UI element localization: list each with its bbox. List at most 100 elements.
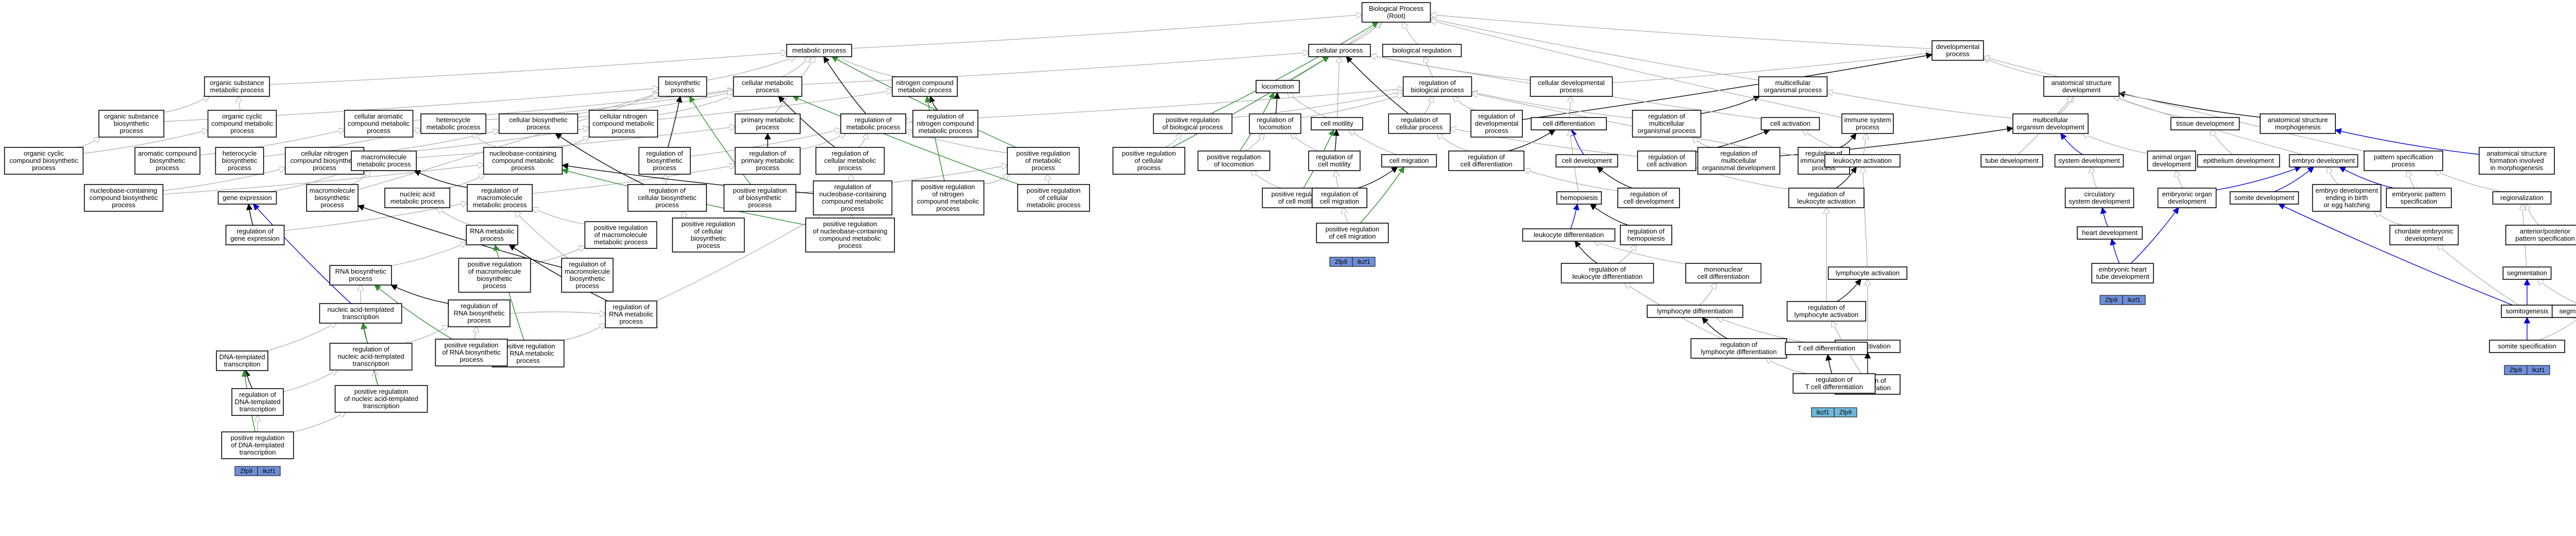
go-term-node-cellular[interactable]: cellular process <box>1308 44 1371 57</box>
go-term-node-epithelium[interactable]: epithelium development <box>2197 154 2280 167</box>
go-term-node-regtcelldiff[interactable]: regulation ofT cell differentiation <box>1792 373 1876 394</box>
go-term-node-cellmig[interactable]: cell migration <box>1381 154 1437 167</box>
gene-tag[interactable]: Ikzf1 <box>1352 257 1376 267</box>
go-term-node-celldev[interactable]: cell development <box>1555 154 1618 167</box>
gene-tag[interactable]: Zfp9 <box>1329 257 1353 267</box>
go-term-node-cellact[interactable]: cell activation <box>1760 117 1820 130</box>
go-term-node-segspec[interactable]: segment specification <box>2551 305 2576 318</box>
gene-tag[interactable]: Zfp9 <box>2099 295 2123 305</box>
go-term-node-geneexpr[interactable]: gene expression <box>217 191 277 205</box>
gene-tag[interactable]: Ikzf1 <box>1811 407 1835 417</box>
go-term-node-leukact[interactable]: leukocyte activation <box>1824 154 1901 167</box>
go-term-node-hemopoiesis[interactable]: hemopoiesis <box>1556 191 1602 205</box>
go-term-node-lymphact[interactable]: lymphocyte activation <box>1827 266 1908 280</box>
go-term-node-metabolic[interactable]: metabolic process <box>786 44 852 57</box>
gene-tag[interactable]: Ikzf1 <box>2527 365 2550 375</box>
go-term-node-regmacrobio[interactable]: regulation ofmacromoleculebiosyntheticpr… <box>561 258 614 293</box>
go-term-node-regnucleobase[interactable]: regulation ofnucleobase-containingcompou… <box>812 180 893 215</box>
go-term-node-heartdev[interactable]: heart development <box>2077 226 2143 240</box>
go-term-node-biolreg[interactable]: biological regulation <box>1382 44 1462 57</box>
go-term-node-somitogenesis[interactable]: somitogenesis <box>2501 305 2553 318</box>
go-term-node-somitedev[interactable]: somite development <box>2229 191 2299 205</box>
go-term-node-lymphdiff[interactable]: lymphocyte differentiation <box>1647 305 1743 318</box>
gene-tag[interactable]: Zfp9 <box>1834 407 1857 417</box>
gene-tag[interactable]: Ikzf1 <box>2122 295 2146 305</box>
go-term-node-segmentation[interactable]: segmentation <box>2502 266 2552 280</box>
go-term-node-embryodev[interactable]: embryo development <box>2289 154 2359 167</box>
go-term-node-regionalization[interactable]: regionalization <box>2492 191 2552 205</box>
gene-tag[interactable]: Zfp9 <box>2504 365 2528 375</box>
go-term-node-celldiff[interactable]: cell differentiation <box>1531 117 1607 130</box>
